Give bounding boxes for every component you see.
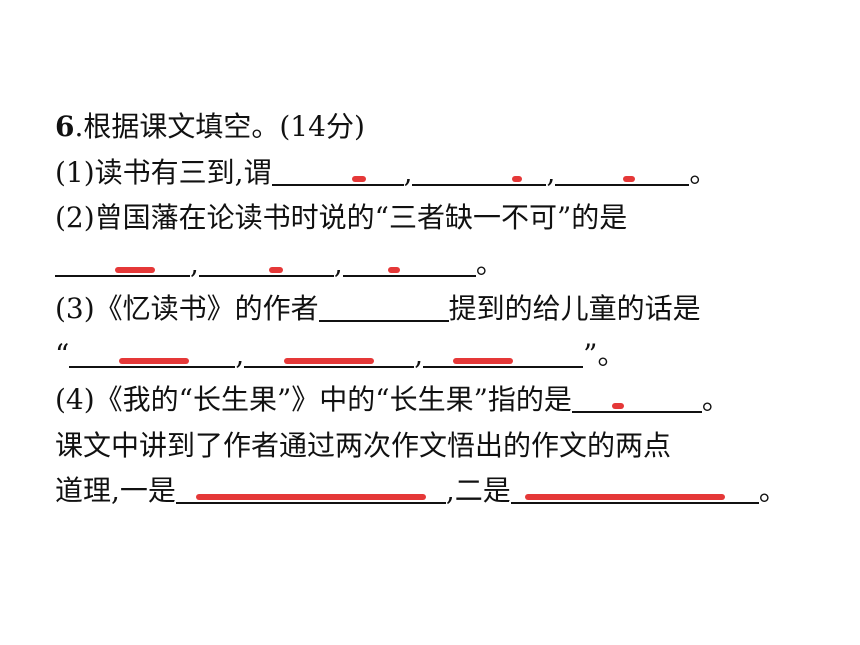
separator: , bbox=[190, 246, 199, 280]
answer-ink bbox=[524, 494, 725, 500]
answer-blank-4b[interactable] bbox=[510, 472, 759, 504]
answer-ink bbox=[351, 175, 366, 182]
item-4: (4)《我的“长生果”》中的“长生果”指的是 。 bbox=[55, 377, 845, 423]
item-end: 。 bbox=[475, 246, 504, 280]
answer-blank-1a[interactable] bbox=[271, 154, 404, 186]
answer-ink bbox=[623, 175, 636, 182]
item-1-label: (1)读书有三到,谓 bbox=[55, 155, 272, 189]
answer-blank-2c[interactable] bbox=[342, 245, 476, 277]
item-4-line-3-b: ,二是 bbox=[445, 474, 511, 507]
item-4-line-2: 课文中讲到了作者通过两次作文悟出的作文的两点 bbox=[55, 423, 845, 469]
answer-ink bbox=[115, 266, 155, 273]
answer-ink bbox=[284, 357, 375, 364]
answer-ink bbox=[268, 266, 283, 273]
question-6: 6.根据课文填空。(14分) (1)读书有三到,谓,, 。 (2)曾国藩在论读书时… bbox=[55, 104, 845, 514]
answer-blank-4-meaning[interactable] bbox=[571, 381, 702, 413]
answer-blank-4a[interactable] bbox=[175, 472, 446, 504]
answer-blank-3c[interactable] bbox=[423, 336, 584, 368]
item-4-label: (4)《我的“长生果”》中的“长生果”指的是 bbox=[55, 383, 572, 416]
item-3-label: (3)《忆读书》的作者 bbox=[55, 292, 319, 325]
item-end: 。 bbox=[701, 383, 730, 416]
item-3: (3)《忆读书》的作者 提到的给儿童的话是 bbox=[55, 286, 845, 332]
answer-blank-2b[interactable] bbox=[198, 245, 334, 277]
item-3-answers: “,, ”。 bbox=[55, 332, 845, 378]
answer-ink bbox=[387, 266, 400, 273]
close-quote: ”。 bbox=[583, 337, 626, 371]
item-4-line-2-text: 课文中讲到了作者通过两次作文悟出的作文的两点 bbox=[55, 428, 672, 462]
answer-blank-3-author[interactable] bbox=[318, 290, 449, 322]
answer-blank-1c[interactable] bbox=[555, 154, 690, 186]
question-title-text: .根据课文填空。(14分) bbox=[74, 110, 365, 143]
item-2: (2)曾国藩在论读书时说的“三者缺一不可”的是 bbox=[55, 195, 845, 241]
question-title: 6.根据课文填空。(14分) bbox=[55, 104, 845, 150]
answer-ink bbox=[512, 175, 523, 182]
separator: , bbox=[546, 155, 556, 189]
answer-ink bbox=[453, 357, 514, 364]
item-3-mid: 提到的给儿童的话是 bbox=[448, 292, 701, 325]
answer-blank-3b[interactable] bbox=[244, 336, 415, 368]
answer-blank-1b[interactable] bbox=[412, 154, 547, 186]
item-end: 。 bbox=[689, 155, 718, 189]
answer-blank-2a[interactable] bbox=[55, 245, 190, 277]
answer-ink bbox=[119, 357, 190, 364]
question-number: 6 bbox=[55, 110, 75, 143]
answer-ink bbox=[611, 403, 624, 409]
answer-blank-3a[interactable] bbox=[69, 336, 236, 368]
item-2-answers: ,, 。 bbox=[55, 241, 845, 287]
separator: , bbox=[414, 337, 424, 371]
item-4-line-3: 道理,一是 ,二是 。 bbox=[55, 468, 845, 514]
item-end: 。 bbox=[758, 474, 787, 507]
item-2-label: (2)曾国藩在论读书时说的“三者缺一不可”的是 bbox=[55, 201, 628, 234]
answer-ink bbox=[195, 494, 426, 500]
item-4-line-3-a: 道理,一是 bbox=[55, 474, 176, 507]
separator: , bbox=[235, 337, 245, 371]
item-1: (1)读书有三到,谓,, 。 bbox=[55, 150, 845, 196]
separator: , bbox=[403, 155, 413, 189]
separator: , bbox=[333, 246, 343, 280]
open-quote: “ bbox=[55, 337, 70, 371]
